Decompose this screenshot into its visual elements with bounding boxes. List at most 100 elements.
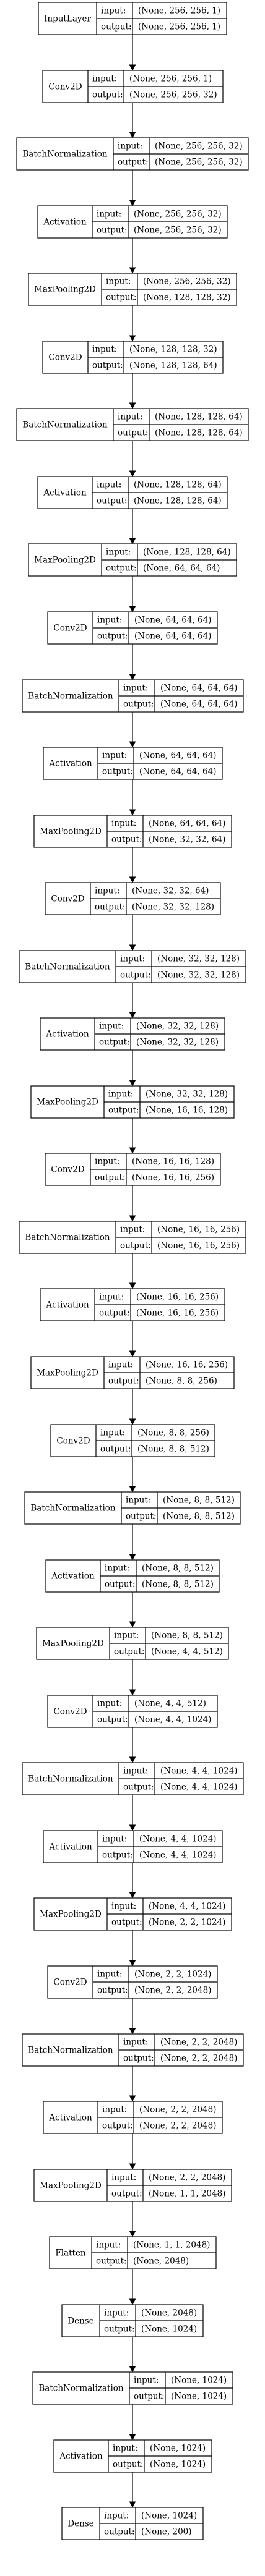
arrowhead-icon <box>129 2231 136 2237</box>
output-label: output: <box>97 1715 128 1725</box>
input-shape: (None, 64, 64, 64) <box>134 616 211 625</box>
input-shape: (None, 32, 32, 128) <box>146 1090 228 1099</box>
input-shape: (None, 1024) <box>141 2511 197 2521</box>
output-shape: (None, 32, 32, 64) <box>149 835 225 845</box>
output-shape: (None, 2, 2, 2048) <box>139 2121 216 2131</box>
output-shape: (None, 2, 2, 1024) <box>149 1918 225 1928</box>
connection-arrow <box>129 1253 136 1289</box>
arrowhead-icon <box>129 1756 136 1763</box>
layer-type-label: InputLayer <box>44 14 91 24</box>
layer-type-label: MaxPooling2D <box>40 1910 102 1920</box>
connection-arrow <box>129 2201 136 2237</box>
input-shape: (None, 128, 128, 32) <box>129 345 217 355</box>
arrowhead-icon <box>129 1418 136 1425</box>
output-label: output: <box>106 293 137 303</box>
layer-type-label: Activation <box>43 218 87 227</box>
connection-arrow <box>129 1592 136 1628</box>
arrowhead-icon <box>129 1282 136 1289</box>
output-label: output: <box>123 2054 154 2064</box>
layer-type-label: Conv2D <box>48 82 82 92</box>
layer-type-label: MaxPooling2D <box>34 285 96 295</box>
output-shape: (None, 8, 8, 512) <box>137 1444 209 1454</box>
output-label: output: <box>120 970 151 980</box>
input-label: input: <box>111 2173 136 2183</box>
output-label: output: <box>95 1173 126 1183</box>
layer-type-label: Conv2D <box>56 1436 90 1446</box>
input-label: input: <box>102 751 127 761</box>
arrowhead-icon <box>129 606 136 612</box>
output-shape: (None, 256, 256, 1) <box>138 22 220 32</box>
layer-type-label: BatchNormalization <box>28 692 113 701</box>
output-shape: (None, 128, 128, 64) <box>155 428 243 438</box>
input-label: input: <box>97 210 121 219</box>
arrowhead-icon <box>129 1960 136 1967</box>
input-shape: (None, 64, 64, 64) <box>139 751 216 761</box>
input-label: input: <box>105 1564 129 1574</box>
arrowhead-icon <box>129 538 136 544</box>
output-shape: (None, 32, 32, 128) <box>157 970 240 980</box>
layer-type-label: BatchNormalization <box>28 2046 113 2056</box>
output-label: output: <box>111 2189 142 2199</box>
input-shape: (None, 2, 2, 2048) <box>139 2105 216 2115</box>
output-label: output: <box>99 1308 130 1318</box>
arrowhead-icon <box>129 64 136 71</box>
input-label: input: <box>114 1631 139 1641</box>
arrowhead-icon <box>129 2028 136 2035</box>
input-label: input: <box>96 2240 121 2250</box>
input-shape: (None, 4, 4, 1024) <box>149 1902 225 1912</box>
output-shape: (None, 128, 128, 64) <box>129 361 217 371</box>
input-label: input: <box>102 2105 127 2115</box>
output-label: output: <box>114 1647 145 1657</box>
output-shape: (None, 1024) <box>141 2324 197 2334</box>
connection-arrow <box>129 170 136 206</box>
layer-type-label: MaxPooling2D <box>40 2181 102 2191</box>
connection-arrow <box>129 1389 136 1425</box>
layer-type-label: Conv2D <box>51 894 84 904</box>
input-shape: (None, 8, 8, 512) <box>142 1564 214 1574</box>
layer-type-label: BatchNormalization <box>22 420 108 430</box>
input-label: input: <box>106 548 131 557</box>
input-shape: (None, 16, 16, 128) <box>132 1157 214 1167</box>
layer-type-label: BatchNormalization <box>22 150 108 159</box>
output-shape: (None, 64, 64, 64) <box>134 632 211 642</box>
connection-arrow <box>129 915 136 951</box>
output-shape: (None, 4, 4, 1024) <box>134 1715 211 1725</box>
output-shape: (None, 256, 256, 32) <box>155 158 243 167</box>
arrowhead-icon <box>129 944 136 951</box>
connection-arrow <box>129 2472 136 2508</box>
connection-arrow <box>129 2404 136 2441</box>
input-shape: (None, 32, 32, 128) <box>136 1022 219 1032</box>
input-label: input: <box>123 684 148 693</box>
input-label: input: <box>97 480 121 490</box>
output-shape: (None, 8, 8, 256) <box>146 1376 217 1386</box>
input-label: input: <box>118 412 142 422</box>
input-shape: (None, 256, 256, 1) <box>129 74 212 84</box>
input-label: input: <box>97 1970 122 1980</box>
arrowhead-icon <box>129 1892 136 1899</box>
connection-arrow <box>129 305 136 342</box>
input-label: input: <box>118 142 142 151</box>
input-shape: (None, 256, 256, 32) <box>155 142 243 151</box>
input-shape: (None, 2, 2, 2048) <box>160 2038 237 2048</box>
layer-type-label: MaxPooling2D <box>34 556 96 566</box>
layer-type-label: BatchNormalization <box>25 1233 110 1243</box>
input-shape: (None, 64, 64, 64) <box>149 819 225 829</box>
